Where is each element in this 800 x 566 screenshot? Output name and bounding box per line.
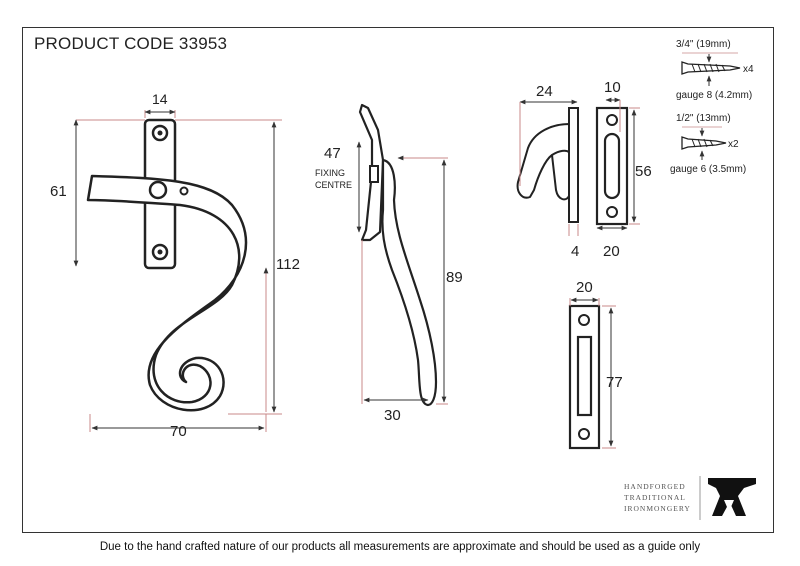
brand-block: HANDFORGED TRADITIONAL IRONMONGERY (624, 476, 756, 520)
keep-plate-side (568, 107, 579, 223)
dim-keep-plate-width: 10 (604, 79, 621, 132)
screw-hole-bottom (151, 243, 169, 261)
keep-side-view (516, 107, 579, 223)
dim-text-47: 47 (324, 145, 341, 162)
brand-line-2: TRADITIONAL (624, 493, 686, 502)
screw-small-qty: x2 (728, 139, 739, 150)
dim-keep-plate-total: 20 (596, 225, 628, 260)
dim-handle-width: 14 (144, 91, 176, 118)
dim-text-77: 77 (606, 374, 623, 391)
fixing-label-2: CENTRE (315, 180, 352, 190)
dim-handle-height: 61 (50, 119, 145, 267)
handle-side-profile (358, 103, 438, 407)
screw-small-size: 1/2" (13mm) (676, 113, 731, 124)
dim-keep-projection: 24 (519, 83, 578, 186)
keep-hook (516, 123, 570, 199)
anvil-logo-icon (708, 478, 756, 516)
fixing-label-1: FIXING (315, 168, 345, 178)
product-code: PRODUCT CODE 33953 (34, 34, 228, 53)
dim-profile-height: 89 (397, 155, 463, 405)
dim-text-89: 89 (446, 269, 463, 286)
dim-text-70: 70 (170, 423, 187, 440)
brand-line-1: HANDFORGED (624, 482, 686, 491)
dim-text-61: 61 (50, 183, 67, 200)
dim-text-10: 10 (604, 79, 621, 96)
strike-plate-view (568, 304, 601, 450)
screw-large-gauge: gauge 8 (4.2mm) (676, 90, 752, 101)
dim-keep-thickness: 4 (568, 224, 579, 260)
keep-slot (603, 132, 621, 200)
grub-screw-hole (179, 186, 189, 196)
screw-small-icon (681, 136, 727, 150)
keep-front-view (595, 106, 629, 226)
dim-fixing-centre: 47 FIXING CENTRE (315, 141, 362, 233)
screw-large: 3/4" (19mm) x4 gauge 8 (4.2mm) (676, 39, 754, 101)
handle-front-view (86, 118, 248, 412)
profile-backplate (358, 103, 385, 242)
drawing-frame (22, 27, 774, 533)
dim-total-height: 112 (175, 119, 300, 415)
screw-large-size: 3/4" (19mm) (676, 39, 731, 50)
screw-large-qty: x4 (743, 64, 754, 75)
dim-text-4: 4 (571, 243, 579, 260)
footer-disclaimer: Due to the hand crafted nature of our pr… (99, 541, 701, 553)
dim-text-56: 56 (635, 163, 652, 180)
brand-line-3: IRONMONGERY (624, 504, 691, 513)
dim-strike-width: 20 (569, 279, 600, 306)
profile-boss (369, 165, 379, 183)
dim-text-30: 30 (384, 407, 401, 424)
strike-slot (576, 335, 593, 417)
dim-profile-depth: 30 (361, 240, 429, 424)
dim-keep-height: 56 (629, 107, 652, 225)
dim-text-14: 14 (152, 91, 168, 107)
dim-text-112: 112 (276, 256, 300, 273)
monkey-tail-arm (86, 174, 248, 412)
dim-text-20-strike: 20 (576, 279, 593, 296)
dim-text-24: 24 (536, 83, 553, 100)
spindle-hole (148, 180, 168, 200)
dim-text-20-keep: 20 (603, 243, 620, 260)
screw-hole-top (151, 124, 169, 142)
screw-small: 1/2" (13mm) x2 gauge 6 (3.5mm) (670, 113, 746, 175)
screw-small-gauge: gauge 6 (3.5mm) (670, 164, 746, 175)
dim-total-length: 70 (89, 414, 267, 440)
dim-strike-height: 77 (602, 305, 623, 449)
profile-arm (381, 158, 438, 407)
